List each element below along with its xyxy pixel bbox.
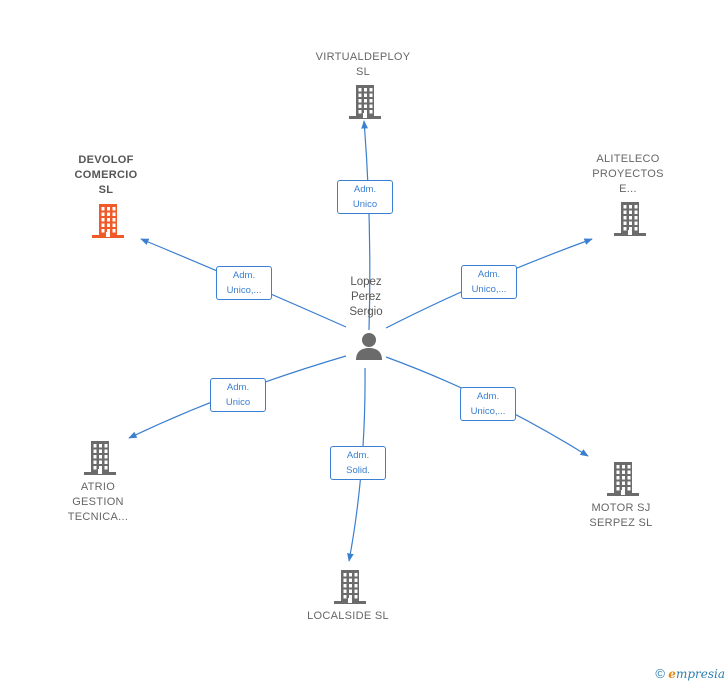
company-node-localside[interactable] xyxy=(333,569,367,610)
company-name-devolof[interactable]: DEVOLOF COMERCIO SL xyxy=(74,154,138,196)
company-node-devolof[interactable] xyxy=(91,203,125,244)
empresia-logo: © empresia xyxy=(655,666,725,681)
person-icon xyxy=(356,333,382,360)
company-node-atrio[interactable] xyxy=(83,440,117,481)
company-node-virtualdeploy[interactable] xyxy=(348,84,382,125)
person-node[interactable] xyxy=(354,331,384,366)
person-name[interactable]: Lopez Perez Sergio xyxy=(349,276,383,318)
brand-name: mpresia xyxy=(675,667,725,681)
building-icon xyxy=(614,202,646,236)
company-name-atrio[interactable]: ATRIO GESTION TECNICA... xyxy=(67,481,129,523)
company-name-virtualdeploy[interactable]: VIRTUALDEPLOY SL xyxy=(315,51,411,78)
brand-initial: e xyxy=(668,667,676,681)
building-icon xyxy=(607,462,639,496)
role-label-aliteleco: Adm. Unico,... xyxy=(461,265,517,299)
company-node-motor-sj[interactable] xyxy=(606,461,640,502)
building-icon xyxy=(349,85,381,119)
building-icon xyxy=(84,441,116,475)
role-label-motor-sj: Adm. Unico,... xyxy=(460,387,516,421)
edge-virtualdeploy xyxy=(361,120,371,331)
role-label-localside: Adm. Solid. xyxy=(330,446,386,480)
role-label-virtualdeploy: Adm. Unico xyxy=(337,180,393,214)
role-label-atrio: Adm. Unico xyxy=(210,378,266,412)
company-name-aliteleco[interactable]: ALITELECO PROYECTOS E... xyxy=(592,153,664,195)
role-label-devolof: Adm. Unico,... xyxy=(216,266,272,300)
company-name-localside[interactable]: LOCALSIDE SL xyxy=(307,610,389,622)
company-name-motor-sj[interactable]: MOTOR SJ SERPEZ SL xyxy=(589,502,653,529)
copyright-icon: © xyxy=(655,666,665,681)
building-icon xyxy=(334,570,366,604)
company-node-aliteleco[interactable] xyxy=(613,201,647,242)
building-icon xyxy=(92,204,124,238)
